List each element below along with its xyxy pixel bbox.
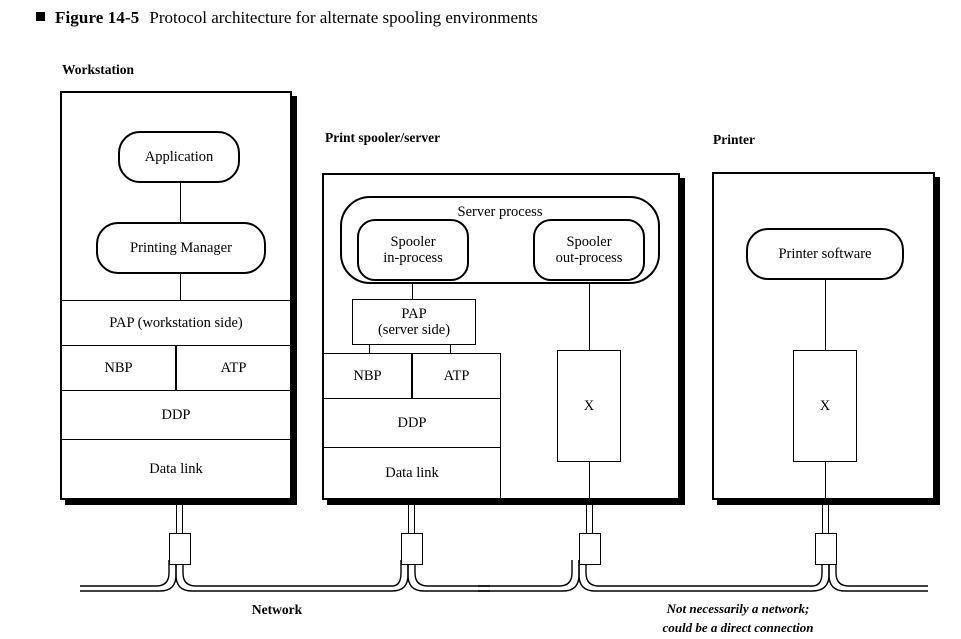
spooler-layer-pap-server-side: PAP (server side) xyxy=(352,299,476,345)
drop-cable-spooler xyxy=(408,500,415,534)
connector-pap-to-nbp xyxy=(369,344,370,354)
heading-printer: Printer xyxy=(713,132,755,147)
connector-printer-software-to-x xyxy=(825,279,826,351)
printer-box xyxy=(712,172,935,500)
spooler-layer-atp: ATP xyxy=(412,353,501,399)
network-label: Network xyxy=(251,602,303,617)
spooler-pap-label: PAP (server side) xyxy=(377,305,451,338)
drop-cable-workstation xyxy=(176,500,183,534)
connector-spooler-x-to-link xyxy=(589,461,590,501)
drop-cable-spooler-x xyxy=(586,500,593,534)
connector-pap-to-atp xyxy=(450,344,451,354)
spooler-layer-ddp: DDP xyxy=(323,398,501,448)
connector-spooler-in-to-pap xyxy=(412,279,413,300)
printer-x-box: X xyxy=(793,350,857,462)
server-process-label: Server process xyxy=(457,204,543,220)
workstation-layer-nbp: NBP xyxy=(61,345,176,391)
workstation-layer-pap: PAP (workstation side) xyxy=(61,300,291,346)
network-bus-left xyxy=(70,560,500,600)
figure-number: Figure 14-5 xyxy=(55,8,140,27)
spooler-out-process-box: Spooler out-process xyxy=(533,219,645,281)
connector-application-to-printing-manager xyxy=(180,181,181,224)
transceiver-tap-workstation xyxy=(169,533,191,565)
figure-title: Protocol architecture for alternate spoo… xyxy=(149,8,538,27)
spooler-layer-data-link: Data link xyxy=(323,447,501,499)
connector-printing-manager-to-pap xyxy=(180,272,181,302)
figure-caption: Figure 14-5 Protocol architecture for al… xyxy=(36,8,538,28)
workstation-layer-data-link: Data link xyxy=(61,439,291,499)
network-bus-right xyxy=(468,560,938,600)
connector-printer-x-to-link xyxy=(825,461,826,501)
spooler-in-process-label: Spooler in-process xyxy=(383,233,443,266)
spooler-x-box: X xyxy=(557,350,621,462)
workstation-layer-atp: ATP xyxy=(176,345,291,391)
workstation-layer-ddp: DDP xyxy=(61,390,291,440)
transceiver-tap-printer xyxy=(815,533,837,565)
heading-workstation: Workstation xyxy=(62,62,135,77)
printer-software-box: Printer software xyxy=(746,228,904,280)
note-line-2: could be a direct connection xyxy=(662,619,814,635)
spooler-layer-nbp: NBP xyxy=(323,353,412,399)
drop-cable-printer xyxy=(822,500,829,534)
workstation-application-box: Application xyxy=(118,131,240,183)
spooler-in-process-box: Spooler in-process xyxy=(357,219,469,281)
connector-spooler-out-to-x xyxy=(589,279,590,351)
spooler-out-process-label: Spooler out-process xyxy=(555,233,623,266)
bullet-square-icon xyxy=(36,12,45,21)
note-line-1: Not necessarily a network; xyxy=(666,601,810,616)
heading-print-spooler-server: Print spooler/server xyxy=(325,130,441,145)
transceiver-tap-spooler xyxy=(401,533,423,565)
workstation-printing-manager-box: Printing Manager xyxy=(96,222,266,274)
not-a-network-note: Not necessarily a network; could be a di… xyxy=(608,600,868,638)
transceiver-tap-spooler-x xyxy=(579,533,601,565)
